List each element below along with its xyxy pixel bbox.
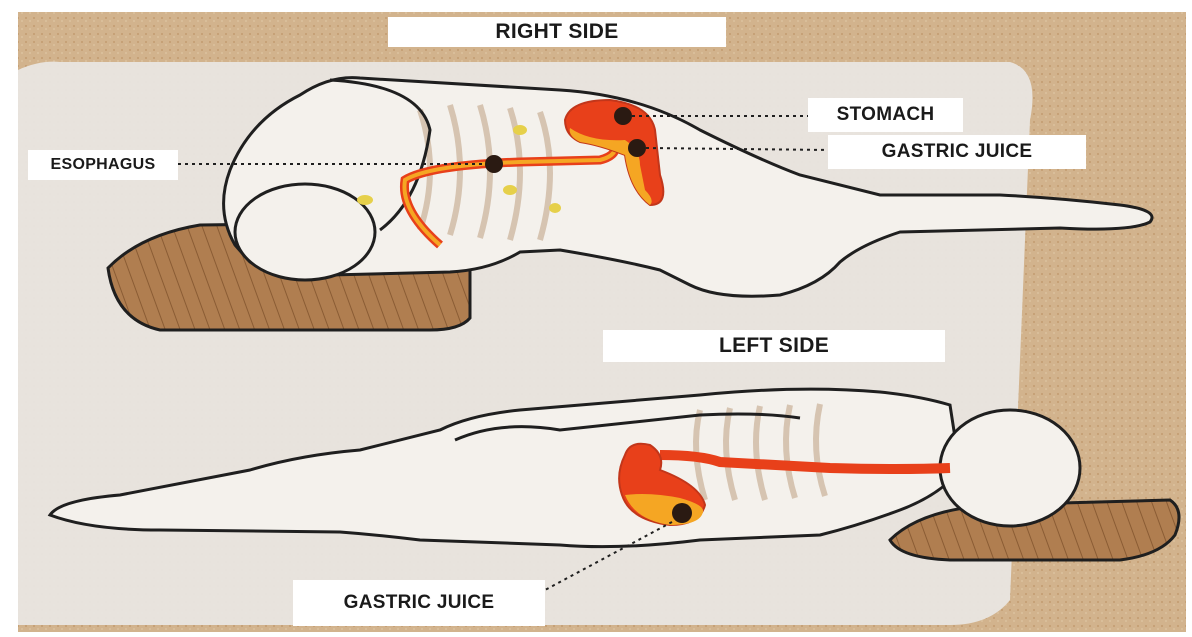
left-side-title: LEFT SIDE [603, 330, 945, 362]
stomach-marker [614, 107, 632, 125]
stomach-label: STOMACH [808, 98, 963, 132]
esophagus-marker [485, 155, 503, 173]
gastric-juice-label-bottom: GASTRIC JUICE [293, 580, 545, 626]
right-side-title: RIGHT SIDE [388, 17, 726, 47]
esophagus-label: ESOPHAGUS [28, 150, 178, 180]
bottom-head [940, 410, 1080, 526]
top-head [235, 184, 375, 280]
bottom-gastric-juice-marker [672, 503, 692, 523]
gastric-juice-marker [628, 139, 646, 157]
gastric-juice-label-top: GASTRIC JUICE [828, 135, 1086, 169]
